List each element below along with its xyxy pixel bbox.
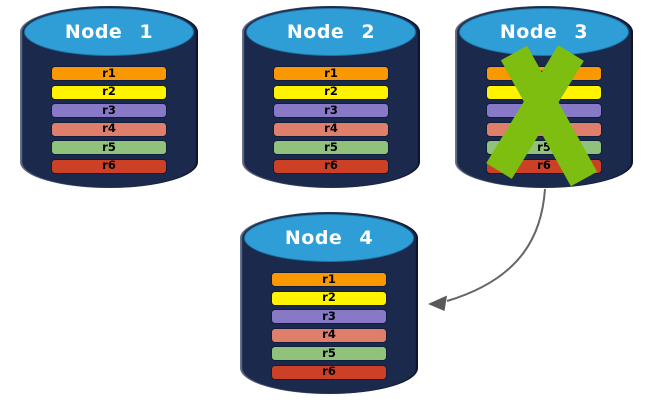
node-4-label: Node 4 <box>284 227 374 249</box>
replica-bar-r3: r3 <box>51 103 167 118</box>
node-4-replicas: r1 r2 r3 r4 r5 r6 <box>240 272 418 380</box>
node-1-label: Node 1 <box>64 21 154 43</box>
replica-bar-r2: r2 <box>486 84 602 100</box>
replica-bar-r2: r2 <box>271 290 387 306</box>
replica-bar-r5: r5 <box>51 140 167 155</box>
replica-bar-r4: r4 <box>486 121 602 137</box>
replica-bar-r4: r4 <box>271 327 387 343</box>
replica-bar-r6: r6 <box>51 158 167 174</box>
node-3-cylinder: Node 3 r1 r2 r3 r4 r5 r6 <box>455 6 633 188</box>
replica-bar-r6: r6 <box>486 158 602 174</box>
replica-bar-r5: r5 <box>486 140 602 155</box>
node-2-cylinder: Node 2 r1 r2 r3 r4 r5 r6 <box>242 6 420 188</box>
replica-bar-r5: r5 <box>273 140 389 155</box>
arrowhead-icon <box>428 295 447 311</box>
node-1-cylinder: Node 1 r1 r2 r3 r4 r5 r6 <box>20 6 198 188</box>
replica-bar-r6: r6 <box>271 364 387 380</box>
node-4-cylinder: Node 4 r1 r2 r3 r4 r5 r6 <box>240 212 418 394</box>
node-3-label: Node 3 <box>499 21 589 43</box>
replica-bar-r5: r5 <box>271 346 387 361</box>
node-3-replicas: r1 r2 r3 r4 r5 r6 <box>455 66 633 174</box>
node-2-label: Node 2 <box>286 21 376 43</box>
failover-arrow <box>446 188 546 302</box>
replica-bar-r4: r4 <box>273 121 389 137</box>
replica-bar-r3: r3 <box>273 103 389 118</box>
replica-bar-r1: r1 <box>486 66 602 81</box>
replica-bar-r2: r2 <box>51 84 167 100</box>
replica-bar-r3: r3 <box>486 103 602 118</box>
cylinder-top-icon <box>24 8 194 56</box>
replica-bar-r1: r1 <box>271 272 387 287</box>
replica-bar-r1: r1 <box>51 66 167 81</box>
replica-bar-r6: r6 <box>273 158 389 174</box>
replica-bar-r2: r2 <box>273 84 389 100</box>
node-2-replicas: r1 r2 r3 r4 r5 r6 <box>242 66 420 174</box>
cylinder-top-icon <box>244 214 414 262</box>
node-1-replicas: r1 r2 r3 r4 r5 r6 <box>20 66 198 174</box>
cylinder-top-icon <box>246 8 416 56</box>
replica-bar-r3: r3 <box>271 309 387 324</box>
replica-bar-r4: r4 <box>51 121 167 137</box>
replica-bar-r1: r1 <box>273 66 389 81</box>
